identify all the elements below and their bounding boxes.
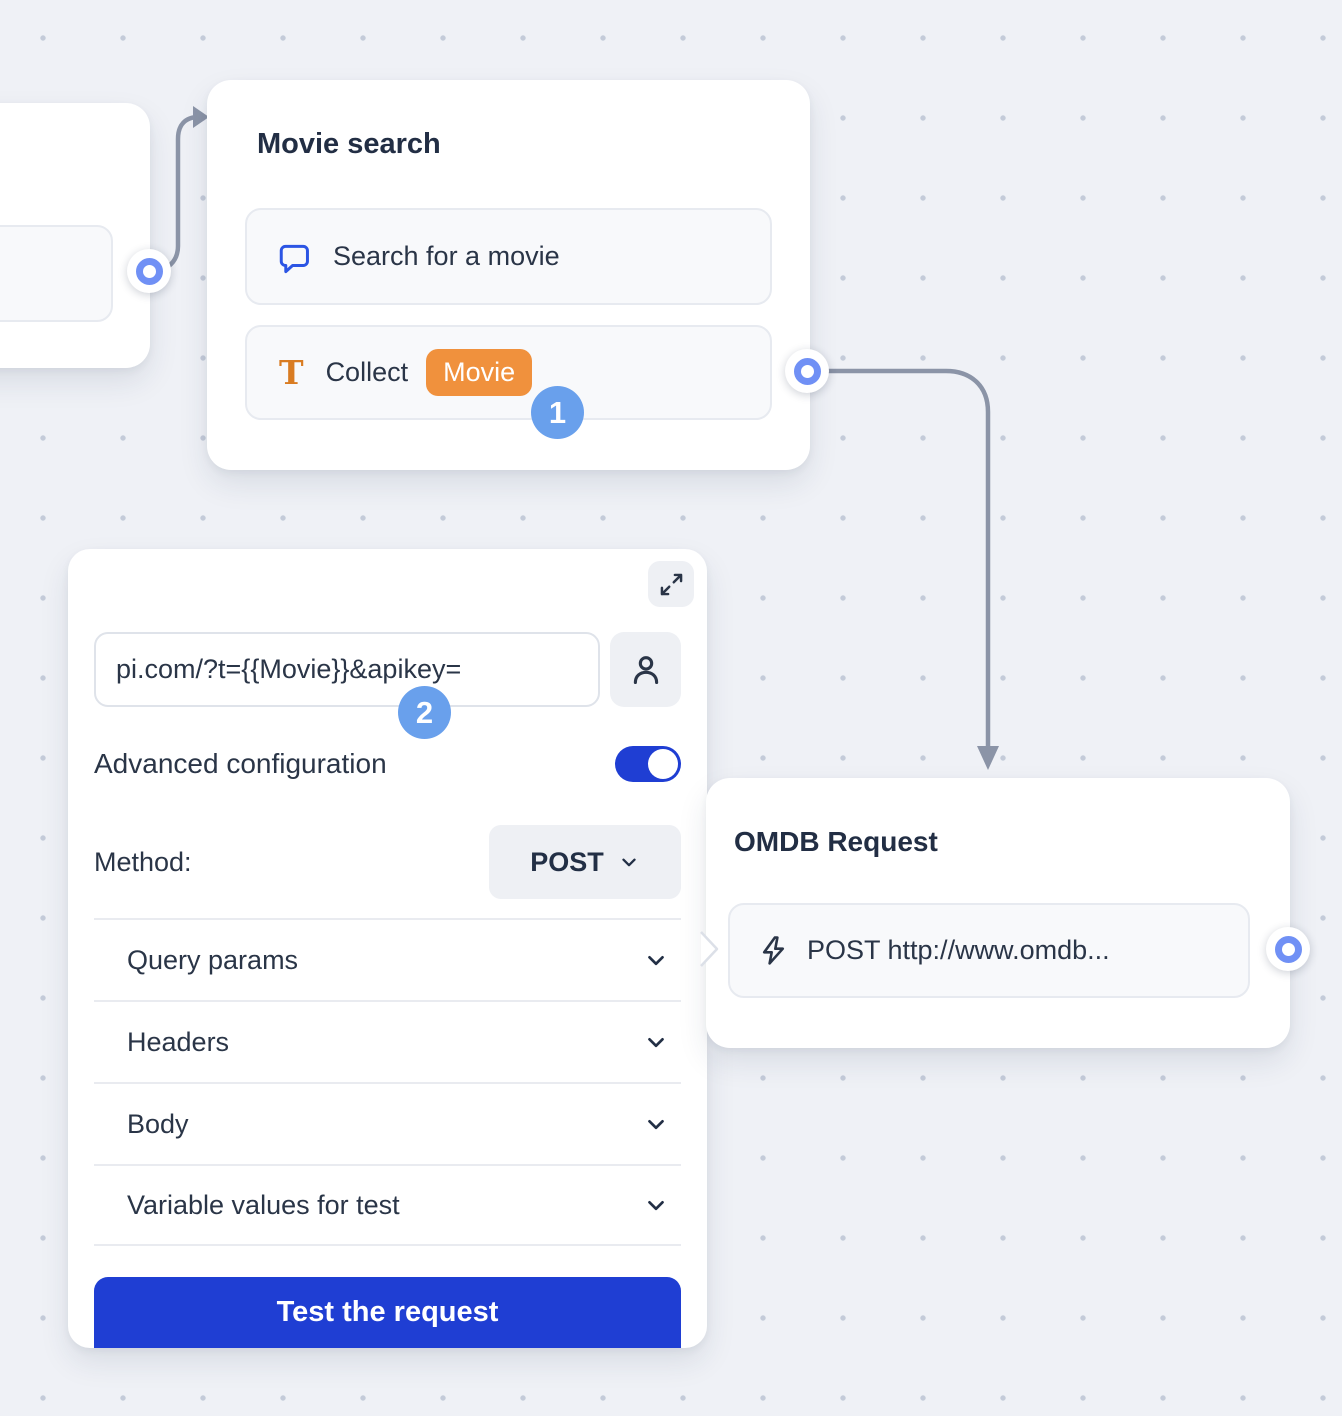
- arrowhead-down-icon: [977, 746, 999, 770]
- expand-button[interactable]: [648, 561, 694, 607]
- advanced-configuration-label: Advanced configuration: [94, 748, 387, 779]
- text-input-icon: T: [279, 353, 304, 392]
- method-label: Method:: [94, 846, 192, 877]
- chevron-down-icon: [648, 955, 664, 966]
- request-config-panel[interactable]: Advanced configuration Method: POST Quer…: [68, 549, 707, 1348]
- test-request-button[interactable]: Test the request: [94, 1277, 681, 1348]
- movie-search-node[interactable]: Movie search Search for a movie T Collec…: [207, 80, 810, 470]
- step-badge-2: 2: [398, 686, 451, 739]
- section-label: Headers: [127, 1026, 230, 1057]
- step-badge-1: 1: [531, 386, 584, 439]
- method-row: Method: POST: [94, 825, 681, 899]
- connector-movie-to-omdb: [821, 368, 991, 751]
- chat-bubble-icon: [279, 244, 309, 273]
- output-port-omdb-request[interactable]: [1266, 927, 1310, 971]
- node-title-omdb-request: OMDB Request: [734, 826, 938, 857]
- partial-node-card[interactable]: [0, 103, 150, 368]
- section-query-params[interactable]: Query params: [94, 918, 681, 1000]
- chevron-down-icon: [648, 1200, 664, 1211]
- chevron-down-icon: [648, 1037, 664, 1048]
- method-value: POST: [530, 846, 604, 877]
- chevron-down-icon: [648, 1119, 664, 1130]
- webhook-block-row[interactable]: POST http://www.omdb...: [728, 903, 1250, 998]
- section-label: Body: [127, 1108, 189, 1139]
- block-label: Collect: [325, 357, 409, 387]
- partial-node-row[interactable]: [0, 225, 113, 322]
- variable-chip: Movie: [426, 349, 533, 396]
- user-icon: [633, 655, 658, 684]
- advanced-configuration-toggle[interactable]: [615, 746, 681, 782]
- connector-partial-to-movie: [148, 114, 202, 275]
- lightning-icon: [762, 936, 785, 965]
- output-port-partial-node[interactable]: [127, 249, 171, 293]
- collect-block-row[interactable]: T Collect Movie: [245, 325, 772, 420]
- section-body[interactable]: Body: [94, 1082, 681, 1164]
- section-label: Variable values for test: [127, 1189, 400, 1220]
- section-headers[interactable]: Headers: [94, 1000, 681, 1082]
- omdb-request-node[interactable]: OMDB Request POST http://www.omdb...: [706, 778, 1290, 1048]
- section-label: Query params: [127, 944, 299, 975]
- block-label: POST http://www.omdb...: [807, 935, 1110, 965]
- block-label: Search for a movie: [333, 241, 560, 271]
- message-block-row[interactable]: Search for a movie: [245, 208, 772, 305]
- insert-variable-button[interactable]: [610, 632, 681, 707]
- url-input[interactable]: [94, 632, 600, 707]
- output-port-movie-search[interactable]: [785, 349, 829, 393]
- attach-caret-icon: [700, 931, 719, 967]
- node-title-movie-search: Movie search: [257, 128, 441, 160]
- accordion-sections: Query params Headers Body Variable value…: [94, 918, 681, 1246]
- section-variable-values[interactable]: Variable values for test: [94, 1164, 681, 1246]
- chevron-down-icon: [622, 858, 636, 867]
- expand-icon: [660, 573, 682, 595]
- method-select[interactable]: POST: [489, 825, 681, 899]
- advanced-configuration-row: Advanced configuration: [94, 742, 681, 786]
- toggle-knob: [648, 749, 678, 779]
